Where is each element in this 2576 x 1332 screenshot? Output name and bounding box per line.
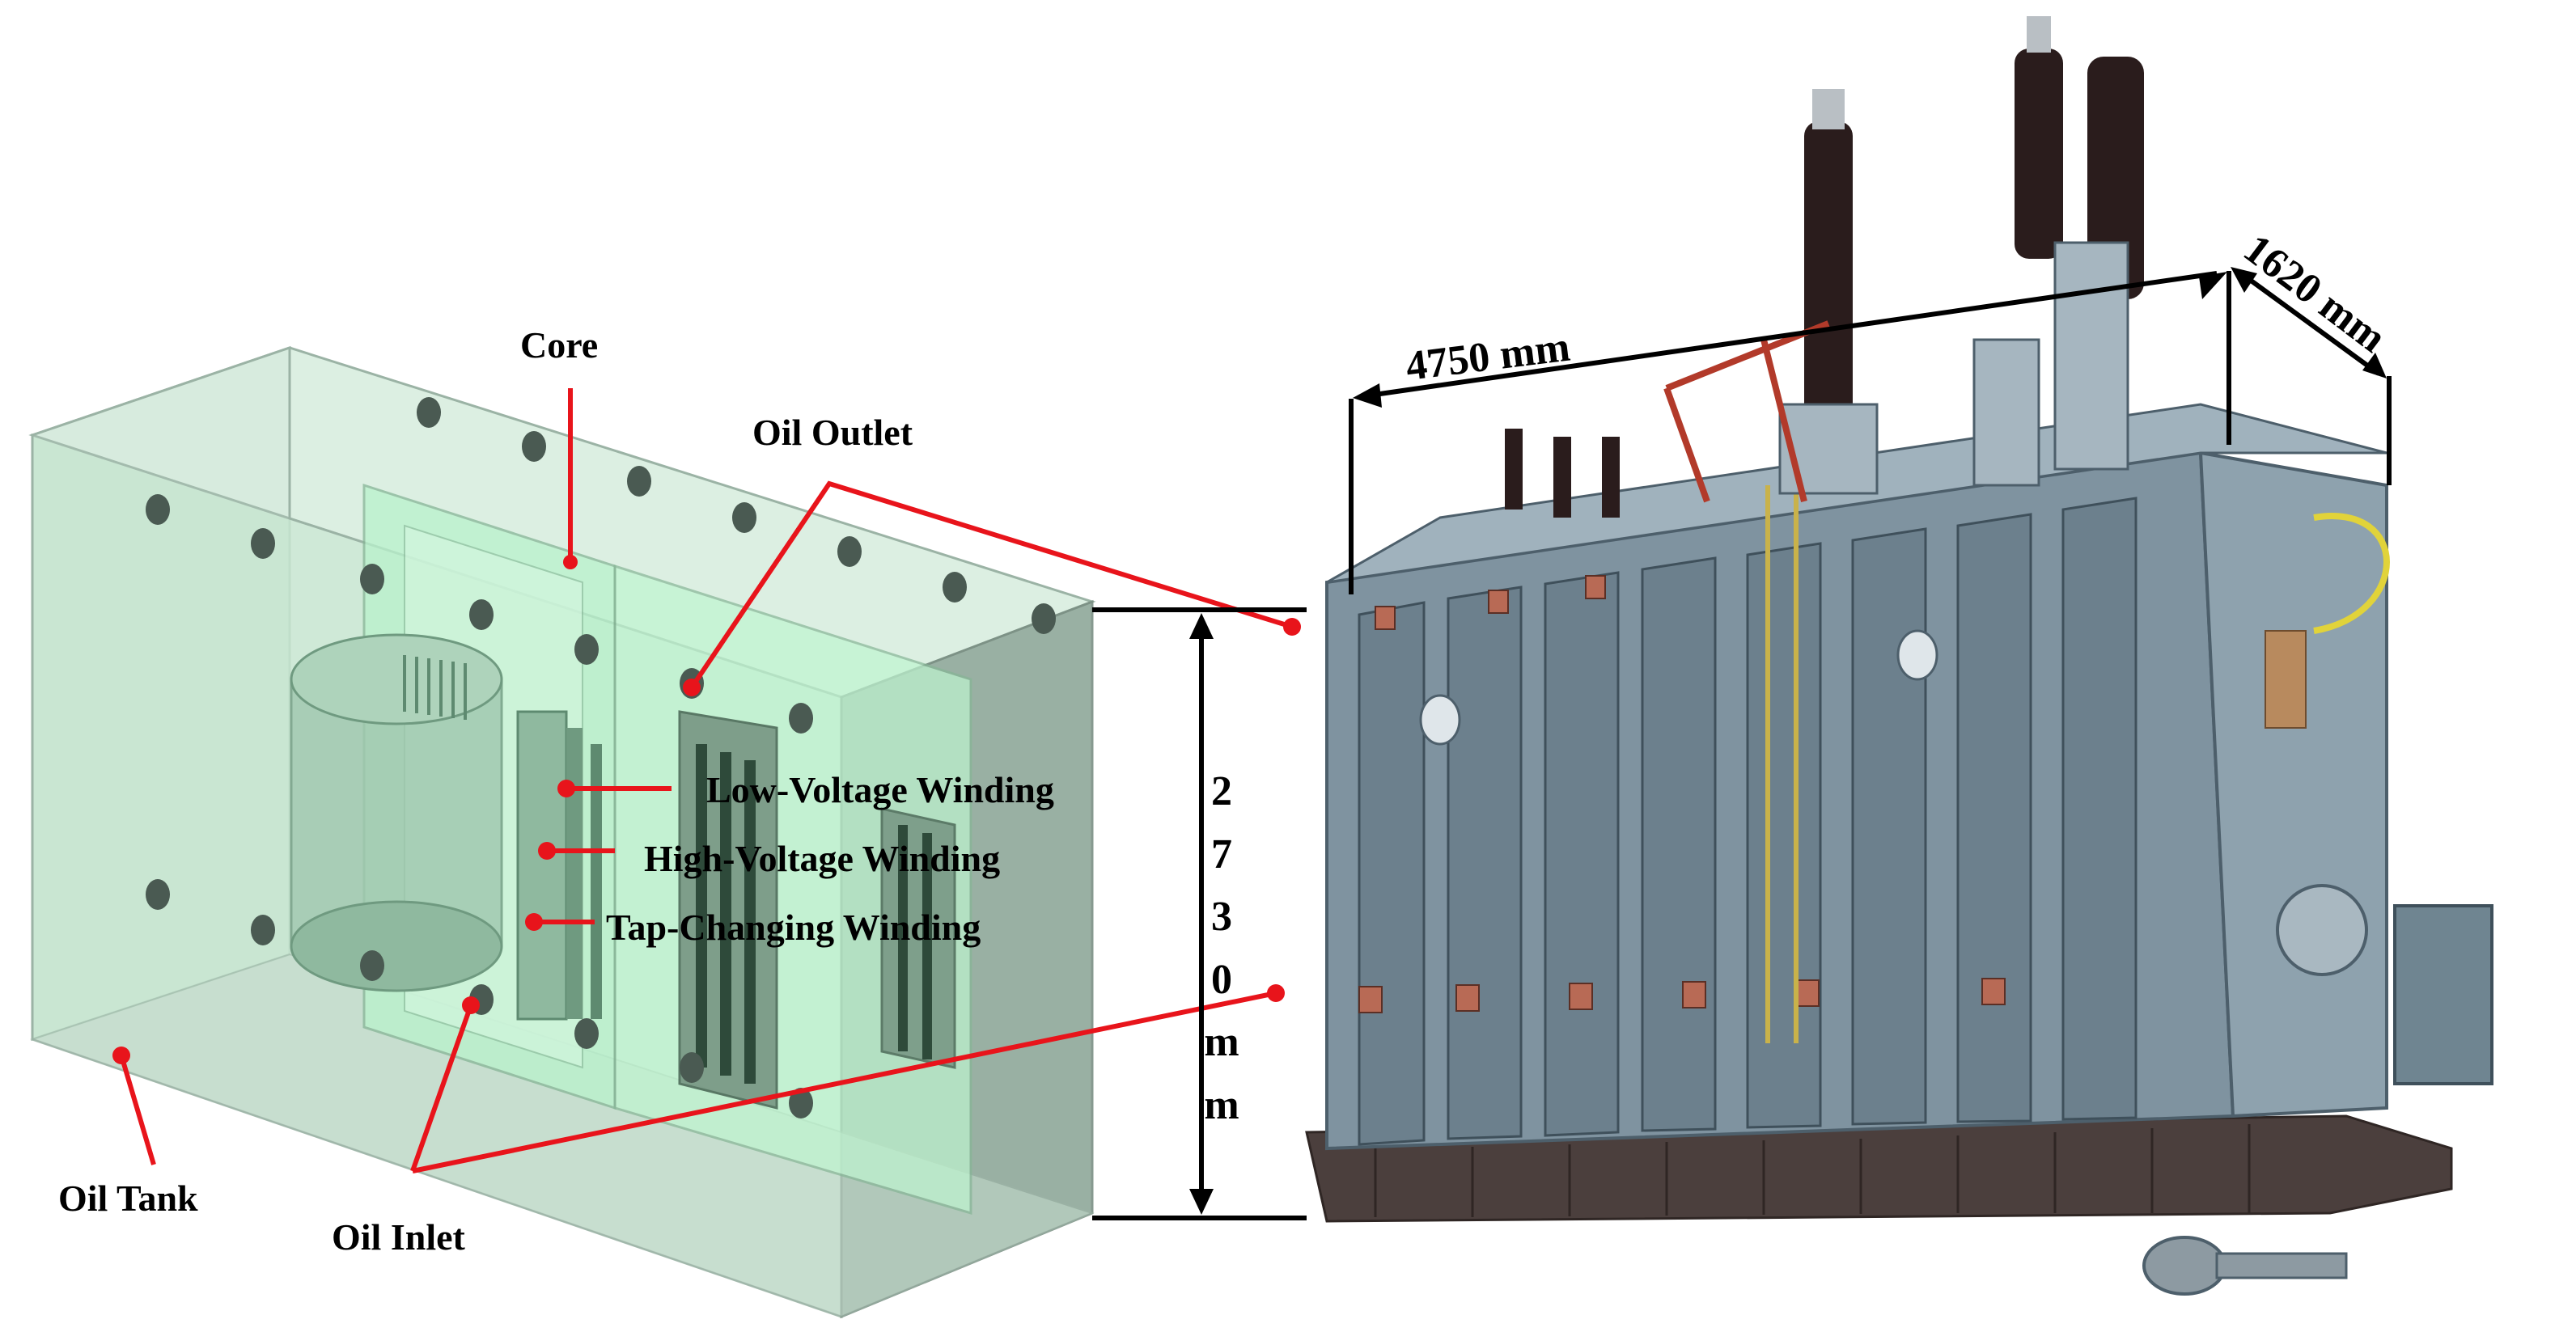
base-ribs — [1374, 1124, 2251, 1217]
high-voltage-bushings — [1778, 16, 2144, 495]
height-char: 3 — [1211, 894, 1232, 940]
label-tap-changing-winding: Tap-Changing Winding — [606, 907, 981, 948]
leader-dots — [112, 555, 1301, 1064]
copper-terminals — [1358, 575, 2006, 1013]
lifting-lugs — [1419, 629, 1938, 746]
dimension-width-label: 1620 mm — [2235, 226, 2395, 362]
dimension-height-label: 2 7 3 0 m m — [1204, 768, 1239, 1128]
transformer-base — [1305, 1114, 2453, 1223]
height-char: 0 — [1211, 957, 1232, 1003]
oil-inlet-leader-right — [412, 991, 1277, 1173]
bolt-holes — [146, 397, 1056, 1118]
height-char: 2 — [1211, 768, 1232, 814]
control-box — [2393, 904, 2493, 1085]
oil-tank-model — [28, 345, 1096, 1319]
label-core: Core — [520, 324, 598, 366]
oil-inlet-leader-left — [410, 1004, 473, 1172]
height-char: m — [1204, 1082, 1239, 1128]
leader-lines — [119, 388, 1293, 1173]
oil-tank-leader — [119, 1055, 156, 1165]
label-high-voltage-winding: High-Voltage Winding — [644, 838, 1000, 879]
drain-valve — [2142, 1236, 2226, 1296]
manhole-cover — [2276, 884, 2368, 976]
height-char: m — [1204, 1019, 1239, 1065]
transformer-photo — [1305, 16, 2493, 1296]
cooling-fins — [1358, 497, 2137, 1146]
rating-plate — [2265, 630, 2307, 729]
yellow-cable — [2313, 513, 2390, 634]
right-winding-plates — [678, 710, 956, 1110]
label-low-voltage-winding: Low-Voltage Winding — [706, 769, 1054, 810]
low-voltage-bushings — [1505, 429, 1620, 518]
label-oil-outlet: Oil Outlet — [752, 412, 913, 453]
oil-outlet-leader — [689, 480, 1293, 689]
label-oil-tank: Oil Tank — [58, 1178, 198, 1219]
height-char: 7 — [1211, 831, 1232, 877]
winding-assembly — [290, 633, 602, 1021]
ladder — [1765, 482, 1799, 1043]
dimension-length-label: 4750 mm — [1404, 324, 1573, 390]
tank-bottom-face — [29, 953, 1095, 1318]
transformer-side-body — [2198, 450, 2388, 1118]
label-oil-inlet: Oil Inlet — [332, 1216, 466, 1258]
dimension-lines — [1092, 267, 2392, 1220]
